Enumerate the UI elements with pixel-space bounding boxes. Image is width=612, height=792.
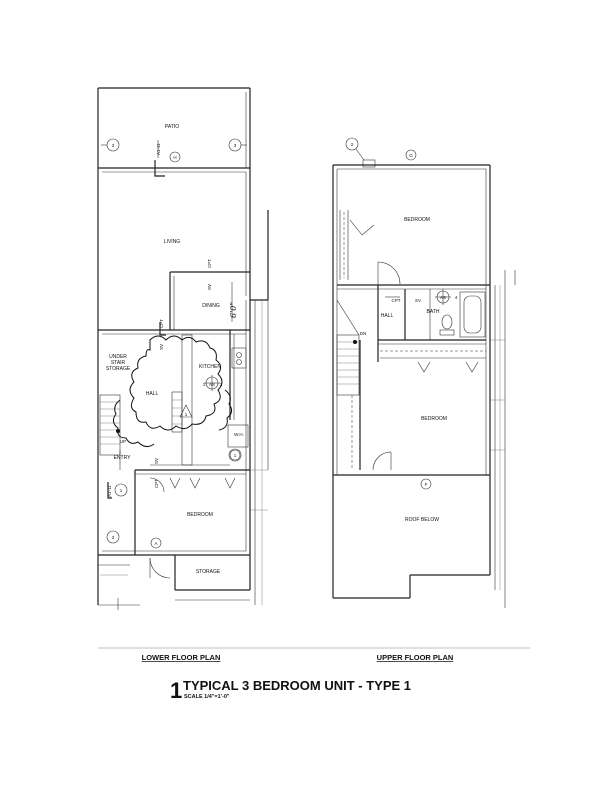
tag-sv-1: SV [207, 284, 212, 290]
callout-3-patio-right: 3 [234, 143, 237, 148]
callout-4-upper: 4 [455, 295, 458, 300]
lower-floor-plan [97, 87, 269, 610]
tag-dn: DN [360, 331, 367, 336]
room-dining: DINING [202, 303, 220, 309]
room-bedroom-upper-1: BEDROOM [404, 217, 430, 223]
section-ref-patio: A1-11 [156, 143, 161, 155]
upper-floor-plan-title: UPPER FLOOR PLAN [377, 653, 454, 662]
drawing-number: 1 [170, 678, 182, 703]
callout-2-as: 2 [220, 382, 223, 387]
callout-3-entry: 3 [112, 535, 115, 540]
room-kitchen: KITCHEN [199, 364, 221, 370]
tag-cpt-2: CPT [159, 319, 164, 328]
tag-cpt-3: CPT [154, 479, 159, 488]
tag-door-g: G [409, 153, 413, 158]
tag-cpt-1: CPT [207, 259, 212, 268]
tag-as-upper: AS [440, 295, 446, 300]
tag-sv-3: SV [154, 458, 159, 464]
room-under-stair-1: UNDER [109, 354, 127, 360]
callout-1-as: 1 [203, 382, 206, 387]
room-bedroom-upper-2: BEDROOM [421, 416, 447, 422]
tag-up: UP [120, 439, 126, 444]
room-living: LIVING [164, 239, 181, 245]
callout-3-patio-left: 3 [112, 143, 115, 148]
room-roof-below: ROOF BELOW [405, 517, 439, 523]
drawing-scale: SCALE 1/4"=1'-0" [184, 694, 230, 700]
room-water-heater: W.H. [234, 432, 244, 437]
room-bath: BATH [427, 309, 440, 315]
tag-door-f: F [425, 482, 428, 487]
callout-1-entry: 1 [120, 488, 123, 493]
callout-2-upper: 2 [351, 142, 354, 147]
tag-sv-2: SV [159, 344, 164, 350]
callout-1-wh: 1 [234, 453, 237, 458]
revision-delta: 1 [185, 412, 188, 417]
room-hall-upper: HALL [381, 313, 394, 319]
tag-as-lower: AS [209, 382, 215, 387]
room-under-stair-2: STAIR [111, 360, 126, 366]
lower-floor-plan-title: LOWER FLOOR PLAN [142, 653, 221, 662]
drawing-title: TYPICAL 3 BEDROOM UNIT - TYPE 1 [183, 678, 411, 693]
tag-door-a: A [154, 541, 157, 546]
room-storage: STORAGE [196, 569, 221, 575]
room-bedroom-lower: BEDROOM [187, 512, 213, 518]
tag-cpt-upper: CPT [392, 298, 401, 303]
room-entry: ENTRY [114, 455, 132, 461]
upper-floor-plan [332, 137, 516, 608]
room-hall: HALL [146, 391, 159, 397]
room-patio: PATIO [165, 124, 179, 130]
tag-sv-upper: SV [415, 298, 421, 303]
handwritten-dimension: 6'0" [229, 302, 238, 318]
room-under-stair-3: STORAGE [106, 366, 131, 372]
section-ref-entry: A1-11 [107, 485, 112, 497]
tag-door-h: H [173, 155, 176, 160]
